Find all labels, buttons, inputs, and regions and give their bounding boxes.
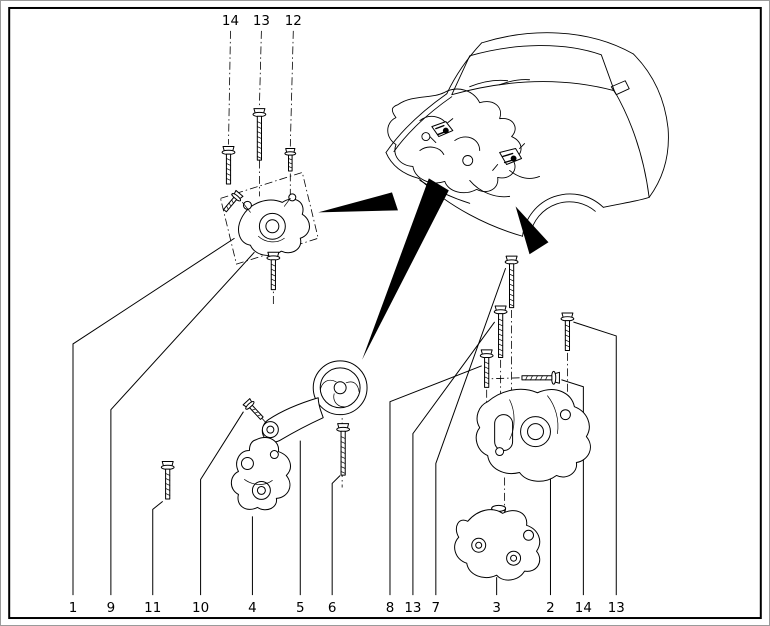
strut-vertical-bolt <box>336 423 351 476</box>
leader-line <box>435 267 507 596</box>
mount-bolt-lower <box>266 251 281 291</box>
callout-13-b: 13 <box>608 601 625 616</box>
leader-lines <box>72 237 617 596</box>
upper-bolt-b <box>252 108 267 161</box>
leader-line <box>561 379 584 596</box>
callout-13-top: 13 <box>253 14 270 29</box>
callout-13-a: 13 <box>404 601 421 616</box>
mount-bolt-a <box>504 255 519 309</box>
leader-line <box>72 237 235 596</box>
callout-9: 9 <box>107 601 116 616</box>
leader-line <box>110 251 255 596</box>
callout-14-top: 14 <box>222 14 239 29</box>
torque-strut <box>261 360 368 443</box>
right-mount-assembly <box>454 255 591 581</box>
pointer-wedge-right <box>515 206 549 255</box>
pointer-wedge-center <box>362 178 449 360</box>
flange-bolt-11 <box>160 461 175 500</box>
leader-line <box>573 321 617 596</box>
callout-14-bottom: 14 <box>575 601 592 616</box>
engine-bay <box>387 88 540 198</box>
upper-stud <box>284 148 297 172</box>
torque-strut-assembly <box>230 360 368 511</box>
callout-10: 10 <box>192 601 209 616</box>
callouts: 14 13 12 1 9 11 10 4 5 6 8 13 7 3 2 14 1… <box>69 14 625 616</box>
in-situ-mount-right <box>492 143 526 171</box>
callout-1: 1 <box>69 601 78 616</box>
leader-line <box>200 411 244 596</box>
leader-line <box>331 475 341 596</box>
callout-2: 2 <box>546 601 555 616</box>
leader-line <box>152 501 164 596</box>
callout-6: 6 <box>328 601 337 616</box>
frame-border <box>8 6 762 620</box>
callout-3: 3 <box>492 601 501 616</box>
support-bracket <box>454 504 541 581</box>
callout-4: 4 <box>248 601 257 616</box>
engine-mount-right <box>475 388 591 482</box>
mount-bolt-c <box>479 349 494 388</box>
mount-bolt-side <box>521 370 560 385</box>
callout-12-top: 12 <box>285 14 302 29</box>
upper-bolt-a <box>221 146 236 185</box>
leader-line <box>412 321 496 596</box>
leader-line <box>389 365 482 596</box>
strut-bracket <box>230 437 291 511</box>
pointer-wedge-left <box>318 192 398 213</box>
callout-8: 8 <box>386 601 395 616</box>
engine-mount-left <box>220 189 310 256</box>
callout-7: 7 <box>432 601 441 616</box>
strut-eye-bolt <box>242 397 267 423</box>
left-mount-assembly <box>220 108 319 291</box>
in-situ-mount-left <box>429 118 454 143</box>
mount-bolt-b <box>493 305 508 358</box>
callout-5: 5 <box>296 601 305 616</box>
mount-bolt-d <box>560 312 575 351</box>
callout-11: 11 <box>144 601 161 616</box>
